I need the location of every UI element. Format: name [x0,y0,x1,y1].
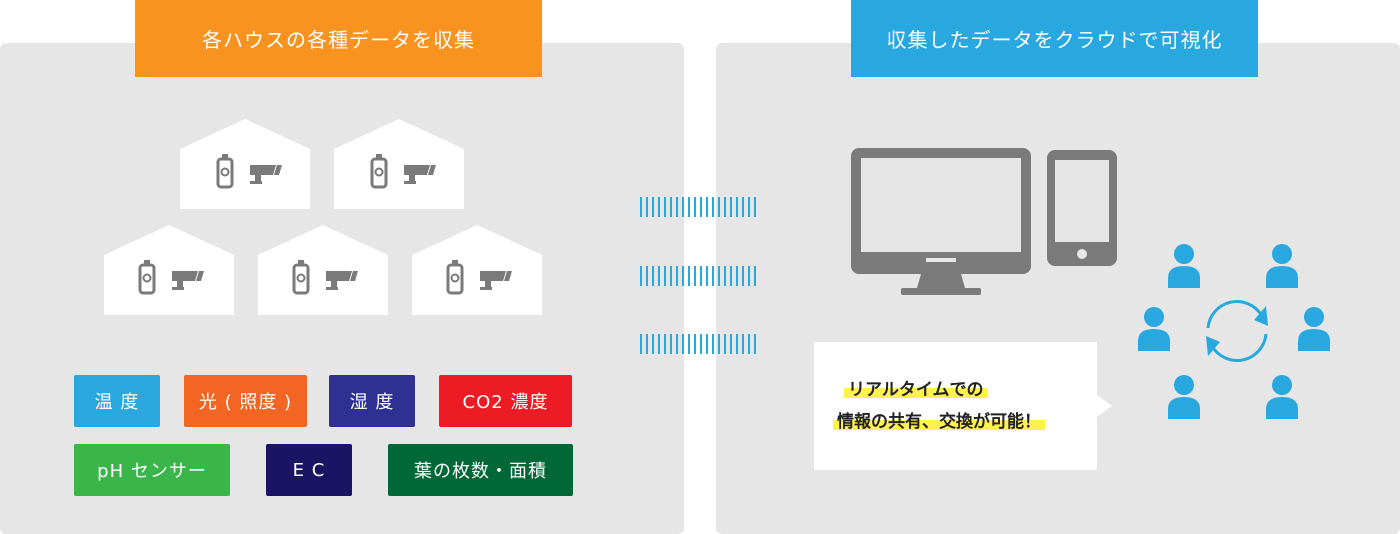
sensor-icon [446,260,464,295]
data-transfer-stripes [638,334,758,354]
tag-ec: E C [266,444,352,496]
speech-bubble-tail [1097,395,1112,417]
camera-icon [326,271,358,290]
data-transfer-stripes [638,266,758,286]
greenhouse-icon [258,225,388,315]
sensor-icon [216,154,234,189]
user-icon [1266,244,1298,288]
visualization-title: 収集したデータをクラウドで可視化 [851,0,1258,77]
tag-co2: CO2 濃度 [439,375,572,427]
user-icon [1266,375,1298,419]
speech-bubble [814,342,1097,470]
user-icon [1168,244,1200,288]
sensor-icon [292,260,310,295]
sensor-icon [138,260,156,295]
greenhouse-icon [104,225,234,315]
collection-title: 各ハウスの各種データを収集 [135,0,542,77]
user-icon [1298,307,1330,351]
tag-humidity: 湿 度 [329,375,415,427]
bubble-text-line2: 情報の共有、交換が可能！ [833,407,1045,432]
monitor-icon [851,148,1031,295]
user-icon [1138,307,1170,351]
camera-icon [404,165,436,184]
camera-icon [172,271,204,290]
greenhouse-icon [334,119,464,209]
tag-ph-sensor: pH センサー [74,444,230,496]
greenhouse-icon [412,225,542,315]
camera-icon [250,165,282,184]
data-transfer-stripes [638,197,758,217]
tag-light: 光 ( 照度 ) [184,375,307,427]
smartphone-icon [1047,150,1117,266]
user-icon [1168,375,1200,419]
greenhouse-icon [180,119,310,209]
bubble-text-line1: リアルタイムでの [844,375,988,400]
tag-leaf-count-area: 葉の枚数・面積 [388,444,573,496]
tag-temperature: 温 度 [74,375,160,427]
camera-icon [480,271,512,290]
sensor-icon [370,154,388,189]
refresh-cycle-icon [1206,300,1268,362]
